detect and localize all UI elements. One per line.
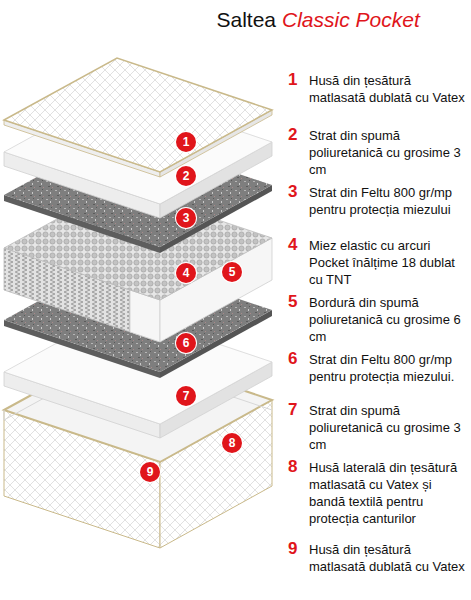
- list-description: Husă din țesătură matlasată dublată cu V…: [309, 541, 465, 575]
- callout-circle: 3: [176, 208, 196, 228]
- callout-number: 5: [229, 266, 236, 278]
- list-number: 1: [288, 71, 297, 89]
- list-number: 6: [288, 350, 297, 368]
- list-description: Bordură din spumă poliuretanică cu grosi…: [309, 294, 465, 345]
- callout-circle: 9: [140, 462, 160, 482]
- callout-circle: 5: [222, 262, 242, 282]
- list-description: Husă din țesătură matlasată dublată cu V…: [309, 72, 465, 106]
- list-description: Miez elastic cu arcuri Pocket înălțime 1…: [309, 237, 465, 288]
- callout-circle: 2: [176, 166, 196, 186]
- list-number: 8: [288, 458, 297, 476]
- callout-number: 3: [183, 212, 190, 224]
- list-number: 5: [288, 293, 297, 311]
- list-number: 4: [288, 236, 297, 254]
- title-text: Saltea: [216, 8, 276, 32]
- callout-number: 2: [183, 170, 190, 182]
- list-description: Strat din spumă poliuretanică cu grosime…: [309, 127, 465, 178]
- callout-number: 4: [183, 267, 190, 279]
- callout-circle: 1: [176, 132, 196, 152]
- callout-number: 7: [183, 390, 190, 402]
- callout-circle: 8: [222, 433, 242, 453]
- callout-number: 6: [183, 337, 190, 349]
- callout-number: 1: [183, 136, 190, 148]
- list-description: Strat din Feltu 800 gr/mp pentru protecț…: [309, 351, 465, 385]
- list-description: Husă laterală din țesătură matlasată cu …: [309, 459, 465, 527]
- list-description: Strat din spumă poliuretanică cu grosime…: [309, 402, 465, 453]
- list-number: 9: [288, 540, 297, 558]
- callout-number: 9: [147, 466, 154, 478]
- callout-circle: 7: [176, 386, 196, 406]
- callout-circle: 6: [176, 333, 196, 353]
- list-number: 2: [288, 126, 297, 144]
- list-number: 3: [288, 183, 297, 201]
- callout-circle: 4: [176, 263, 196, 283]
- list-description: Strat din Feltu 800 gr/mp pentru protecț…: [309, 184, 465, 218]
- callout-number: 8: [229, 437, 236, 449]
- subtitle-text: Classic Pocket: [282, 8, 420, 32]
- list-number: 7: [288, 401, 297, 419]
